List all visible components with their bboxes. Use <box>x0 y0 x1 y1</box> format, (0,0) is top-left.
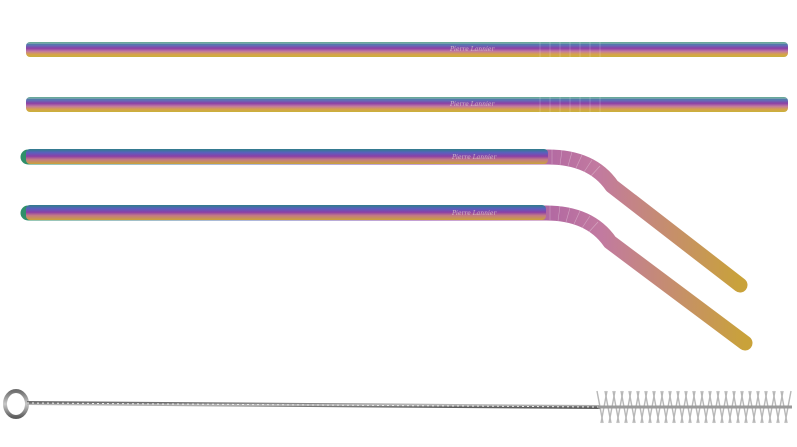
straw-engraving: Pierre Lannier <box>451 154 497 161</box>
straw-engraving: Pierre Lannier <box>449 46 495 53</box>
cleaning-brush <box>3 389 792 424</box>
straw-engraving: Pierre Lannier <box>451 210 497 217</box>
straight-straw: Pierre Lannier <box>26 97 788 112</box>
bent-straw: Pierre Lannier <box>20 204 753 351</box>
bent-straw: Pierre Lannier <box>20 148 748 293</box>
straw-engraving: Pierre Lannier <box>449 101 495 108</box>
brush-bristles <box>596 390 792 424</box>
straight-straw: Pierre Lannier <box>26 42 788 57</box>
